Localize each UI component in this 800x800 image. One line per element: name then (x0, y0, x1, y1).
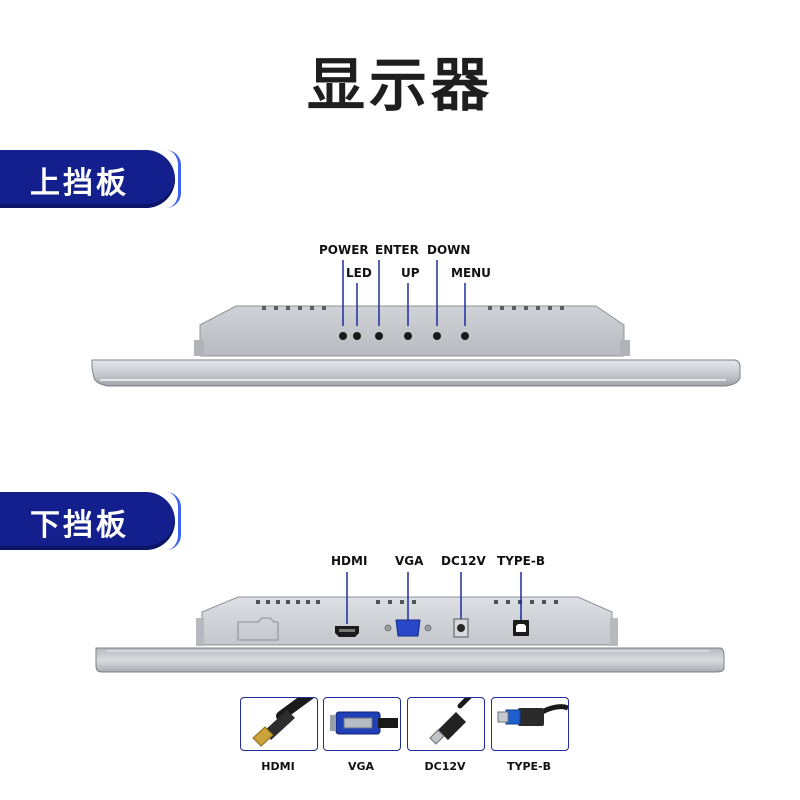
menu-button-icon (461, 332, 469, 340)
cable-label-hdmi: HDMI (261, 760, 295, 773)
power-label: POWER (319, 243, 369, 257)
typeb-cable-thumbnail (491, 697, 569, 751)
hdmi-port-icon (335, 626, 359, 637)
section-tab-top: 上挡板 (0, 150, 181, 208)
section-tab-bottom-label: 下挡板 (30, 508, 129, 543)
power-button-icon (339, 332, 347, 340)
vga-cable-thumbnail (323, 697, 401, 751)
led-label: LED (346, 266, 372, 280)
cable-label-vga: VGA (347, 760, 375, 773)
hdmi-cable-thumbnail (240, 697, 318, 751)
bottom-panel-illustration (95, 572, 725, 673)
page-title: 显示器 (306, 51, 493, 119)
cable-label-typeb: TYPE-B (507, 760, 551, 773)
cable-label-dc: DC12V (424, 760, 466, 773)
top-panel-illustration (91, 260, 741, 387)
enter-label: ENTER (375, 243, 419, 257)
dc-port-icon (453, 618, 469, 638)
hdmi-cable-icon (252, 698, 314, 747)
down-label: DOWN (427, 243, 471, 257)
section-tab-top-label: 上挡板 (30, 166, 129, 201)
typeb-port-icon (513, 620, 529, 636)
usb-type-b-cable-icon (497, 704, 568, 726)
up-label: UP (401, 266, 420, 280)
vga-port-label: VGA (395, 554, 424, 568)
up-button-icon (404, 332, 412, 340)
dc-cable-thumbnail (407, 697, 485, 751)
hdmi-port-label: HDMI (331, 554, 368, 568)
typeb-port-label: TYPE-B (497, 554, 545, 568)
enter-button-icon (375, 332, 383, 340)
menu-label: MENU (451, 266, 491, 280)
vga-port-icon (384, 619, 432, 637)
down-button-icon (433, 332, 441, 340)
section-tab-bottom: 下挡板 (0, 492, 181, 550)
dc-power-cable-icon (429, 698, 472, 745)
led-indicator-icon (353, 332, 361, 340)
dc-port-label: DC12V (441, 554, 486, 568)
vga-cable-icon (330, 711, 398, 735)
